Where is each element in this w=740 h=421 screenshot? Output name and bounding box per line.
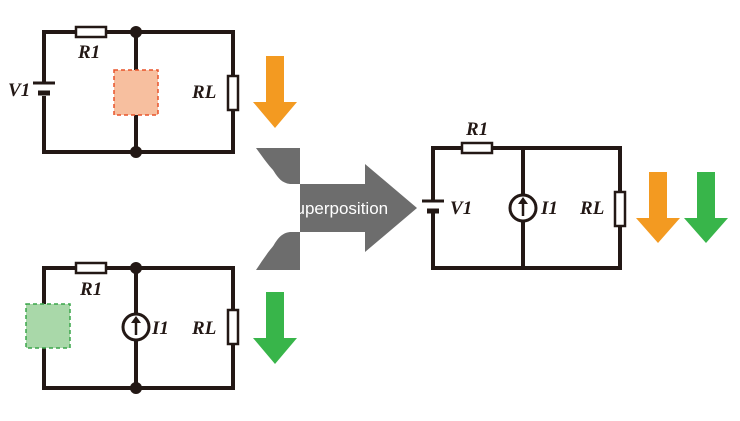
down-arrow-orange [636,172,680,243]
label-v1: V1 [8,80,30,101]
resistor-icon [460,141,494,155]
current-source-icon [508,193,538,223]
removed-voltage-source-box [25,303,71,349]
circuit-result: R1 V1 I1 RL [422,119,728,270]
label-v1: V1 [450,198,472,219]
resistor-icon [74,25,108,39]
down-arrow-green [684,172,728,243]
battery-icon [33,81,55,96]
label-r1: R1 [79,279,102,300]
circuit-result-wires [431,146,622,270]
battery-icon [422,199,444,214]
junction-node [130,382,142,394]
label-r1: R1 [465,119,488,140]
label-rl: RL [191,318,216,339]
down-arrow-orange [253,56,297,128]
label-r1: R1 [77,42,100,63]
junction-node [130,262,142,274]
down-arrow-green [253,292,297,364]
circuit-bottom: R1 I1 RL [25,261,297,394]
label-rl: RL [191,82,216,103]
junction-node [130,146,142,158]
resistor-icon [613,190,627,228]
superposition-arrow: superposition [256,148,417,270]
label-i1: I1 [151,318,169,339]
resistor-icon [74,261,108,275]
superposition-label: superposition [287,199,388,218]
resistor-icon [226,308,240,346]
circuit-top: R1 V1 RL [8,25,297,158]
circuit-top-wires [42,30,235,154]
resistor-icon [226,74,240,112]
junction-node [130,26,142,38]
removed-current-source-box [113,69,159,116]
label-rl: RL [579,198,604,219]
current-source-icon [121,312,151,342]
label-i1: I1 [540,198,558,219]
